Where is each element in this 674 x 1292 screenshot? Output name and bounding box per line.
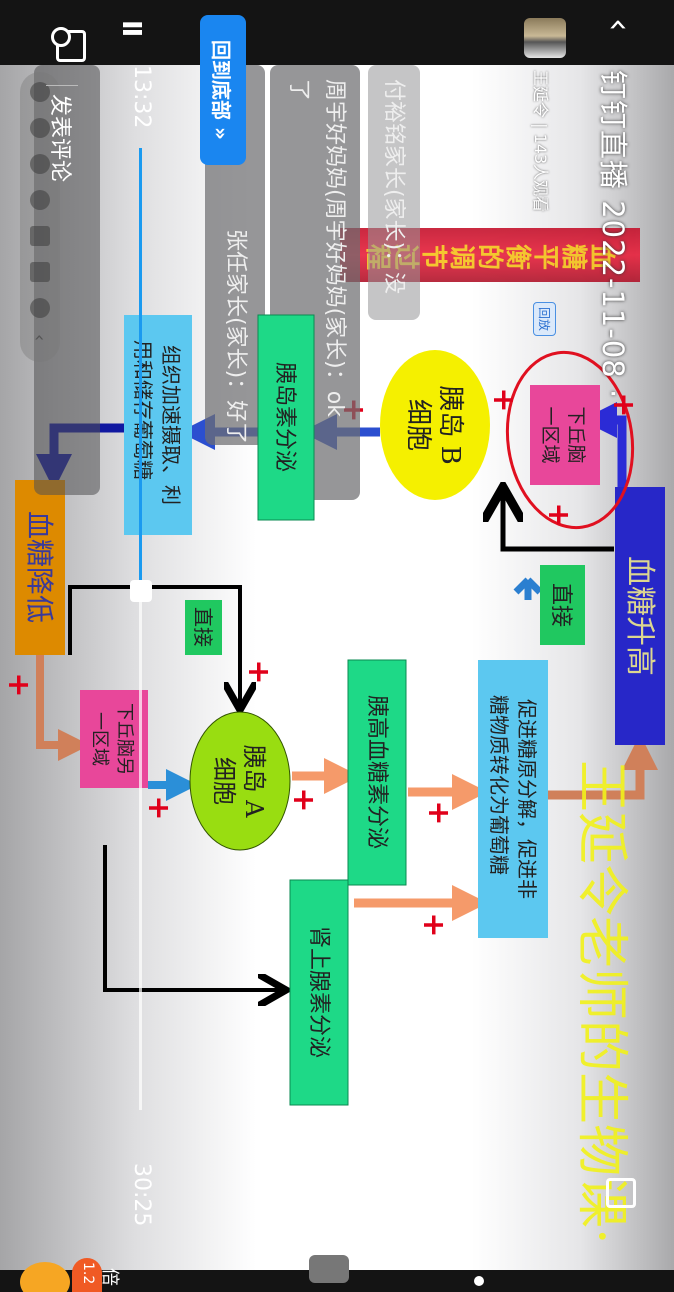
comment-input[interactable]: 发表评论 (46, 85, 78, 183)
viewer-count: 143人观看 (531, 133, 550, 213)
node-label: 下丘脑 (565, 406, 587, 463)
node-label: 糖物质转化为葡萄糖 (487, 695, 511, 875)
comment-item: 付裕铭家长(家长)：没 (368, 65, 420, 320)
arrow-down-to-a (68, 585, 240, 706)
comment-history-icon[interactable] (56, 30, 86, 62)
plus-mark: + (541, 502, 576, 527)
node-label: 细胞 (210, 757, 238, 805)
pause-icon[interactable]: II (116, 20, 146, 36)
page-icon[interactable] (30, 226, 50, 246)
node-hypothalamus-1: 下丘脑一区域 (530, 385, 600, 485)
node-label: 促进糖原分解，促进非 (515, 699, 539, 899)
stream-title: 钉钉直播 2022-11-08 · (596, 70, 630, 400)
comment-text-extra: 了 (286, 79, 311, 102)
node-label: 细胞 (403, 399, 433, 451)
progress-fill (139, 148, 142, 591)
red-annotation-circle (505, 350, 635, 530)
plus-mark: + (286, 787, 321, 812)
arrow-down-to-hypothalamus2 (36, 655, 90, 761)
svg-text:胰岛 B细胞: 胰岛 B细胞 (403, 385, 465, 464)
separator: | (531, 123, 550, 129)
node-label: 一区域 (89, 712, 110, 766)
node-direct-2: 直接 (185, 600, 222, 655)
node-label: 组织加速摄取、利 (159, 345, 183, 505)
node-label: 胰岛 A (240, 745, 268, 819)
svg-text:胰岛 A细胞: 胰岛 A细胞 (210, 745, 268, 819)
arrow-hypothalamus2-to-adrenaline (103, 845, 282, 990)
node-adrenaline: 肾上腺素分泌 (289, 879, 349, 1106)
node-glucagon: 胰高血糖素分泌 (347, 659, 407, 886)
node-label: 血糖降低 (23, 511, 56, 623)
back-to-bottom-button[interactable]: 回到底部 » (200, 15, 246, 165)
arrow-up-to-b (503, 492, 614, 552)
comment-text: 周宇好妈妈(周宇好妈妈(家长)：ok (322, 79, 347, 417)
node-direct-1: 直接 (540, 565, 585, 645)
more-dot-icon[interactable] (474, 1276, 484, 1286)
collapse-chevron-icon[interactable]: ‹ (29, 334, 51, 342)
svg-text:下丘脑另一区域: 下丘脑另一区域 (89, 703, 135, 775)
node-label: 直接 (191, 607, 215, 647)
comment-text: 张任家长(家长)：好了 (223, 229, 248, 445)
back-chevron-icon[interactable]: ‹ (599, 18, 639, 32)
plus-mark: + (241, 659, 276, 684)
node-label: 用和储存葡萄糖 (131, 340, 155, 480)
progress-thumb[interactable] (130, 579, 152, 602)
plus-mark: + (1, 672, 36, 697)
arrow-promote-to-up (548, 734, 658, 800)
blood-sugar-diagram: 血糖升高 下丘脑一区域 胰岛 B细胞 直接 促进糖原分解，促进非糖物质转化为葡萄… (1, 315, 665, 1245)
node-tissue: 组织加速摄取、利用和储存葡萄糖 (124, 315, 192, 535)
host-name: 王延令 (531, 70, 550, 119)
fullscreen-icon[interactable] (606, 1178, 636, 1208)
replay-badge: 回放 (533, 302, 556, 337)
video-frame[interactable]: 血糖升高 下丘脑一区域 胰岛 B细胞 直接 促进糖原分解，促进非糖物质转化为葡萄… (0, 65, 674, 1270)
current-time: 13:32 (129, 65, 154, 129)
total-time: 30:25 (129, 1163, 154, 1227)
host-info: 王延令 | 143人观看 (530, 70, 554, 212)
node-label: 肾上腺素分泌 (306, 926, 331, 1058)
node-islet-a: 胰岛 A细胞 (189, 711, 291, 851)
node-label: 胰高血糖素分泌 (364, 695, 389, 849)
plus-mark: + (606, 392, 641, 417)
plus-mark: + (416, 912, 451, 937)
plus-mark: + (486, 387, 521, 412)
node-label: 直接 (548, 583, 573, 627)
plus-mark: + (421, 800, 456, 825)
arrow-up-to-hypothalamus (581, 402, 627, 487)
comment-item: 周宇好妈妈(周宇好妈妈(家长)：ok 了 (270, 65, 360, 500)
svg-text:促进糖原分解，促进非糖物质转化为葡萄糖: 促进糖原分解，促进非糖物质转化为葡萄糖 (487, 695, 539, 899)
screenshot-icon[interactable] (30, 190, 50, 210)
watermark: 王延令老师的生物课· (571, 760, 631, 1245)
node-blood-sugar-down: 血糖降低 (15, 480, 65, 655)
rotate-screen-icon[interactable] (309, 1255, 349, 1283)
node-islet-b: 胰岛 B细胞 (380, 350, 490, 500)
node-promote: 促进糖原分解，促进非糖物质转化为葡萄糖 (478, 660, 548, 938)
speed-badge[interactable]: 1.2 (72, 1258, 102, 1292)
node-label: 胰岛 B (435, 385, 465, 464)
slide-icon[interactable] (30, 262, 50, 282)
node-label: 一区域 (539, 406, 561, 463)
more-icon[interactable] (30, 298, 50, 318)
node-blood-sugar-up-label: 血糖升高 (622, 556, 657, 676)
host-avatar[interactable] (524, 18, 566, 58)
arrow-direct-blue (513, 577, 543, 600)
node-hypothalamus-2: 下丘脑另一区域 (80, 690, 148, 788)
node-label: 下丘脑另 (114, 703, 135, 775)
plus-mark: + (141, 795, 176, 820)
svg-text:组织加速摄取、利用和储存葡萄糖: 组织加速摄取、利用和储存葡萄糖 (131, 340, 183, 505)
svg-text:下丘脑一区域: 下丘脑一区域 (539, 406, 587, 463)
node-blood-sugar-up: 血糖升高 (615, 487, 665, 745)
left-black-bar (0, 0, 674, 65)
progress-slider[interactable] (130, 148, 152, 1110)
